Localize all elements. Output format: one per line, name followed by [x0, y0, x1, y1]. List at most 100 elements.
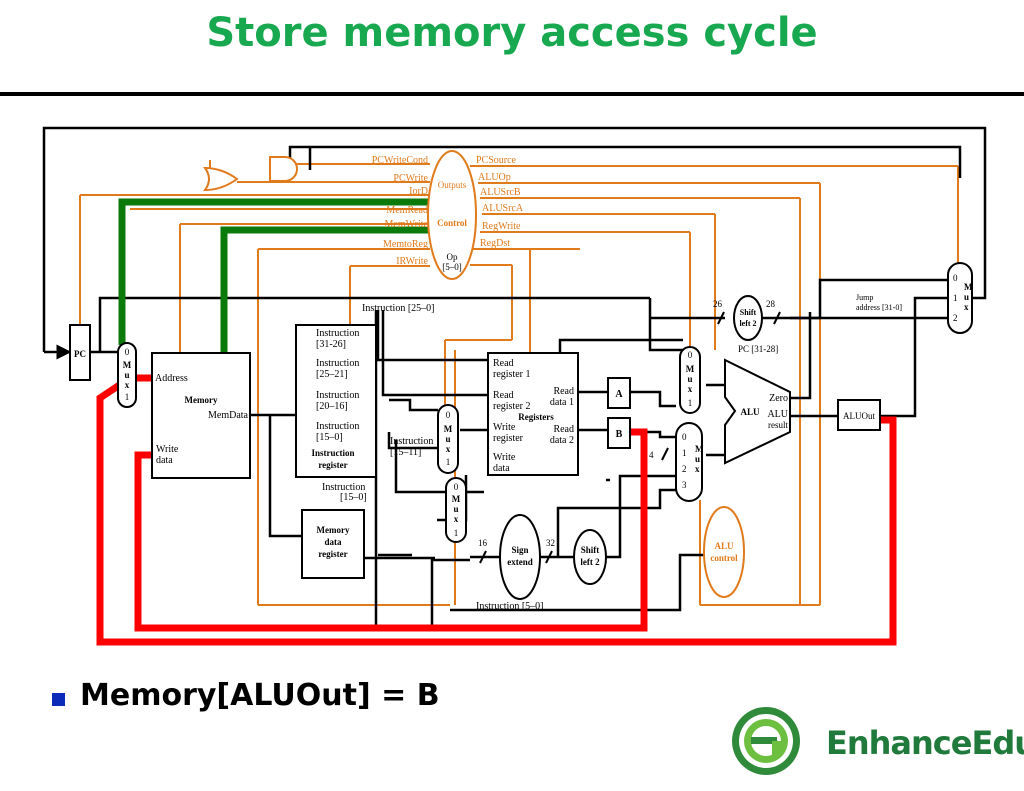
shift-left2-top-unit	[733, 295, 763, 341]
register-a-label: A	[615, 389, 623, 400]
instr-15-11-a: Instruction	[390, 436, 433, 447]
alu-unit	[724, 358, 791, 465]
alu-control-label-1: ALU	[714, 541, 734, 551]
pc-31-28-label: PC [31-28]	[738, 344, 778, 354]
jump-address-1: Jump	[856, 293, 873, 302]
mux-alusrca-0: 0	[688, 350, 693, 360]
mux-alusrcb-3: 3	[682, 480, 687, 490]
mux-regdst-x: x	[446, 444, 451, 454]
pc-write-gates	[203, 156, 298, 192]
mux-alusrca-x: x	[688, 384, 693, 394]
sign-extend-label-1: Sign	[511, 545, 528, 555]
datapath-wires	[42, 126, 987, 632]
reg-rd1-a: Read	[553, 386, 574, 397]
mux-pcsource-x: x	[964, 302, 969, 312]
signal-pcwritecond: PCWriteCond	[372, 155, 428, 166]
memory-name-label: Memory	[185, 395, 218, 405]
mdr-label-3: register	[318, 549, 347, 559]
memory-data-register	[301, 509, 365, 579]
logo-wordmark: EnhanceEdu	[826, 724, 1024, 762]
constant-4: 4	[649, 450, 654, 460]
control-wires	[79, 160, 959, 606]
mdr-label-2: data	[324, 537, 342, 547]
bits-32: 32	[546, 538, 555, 548]
mux-pcsource-m: M	[964, 282, 973, 292]
mux-alusrcb-u: u	[695, 454, 700, 464]
mux-pcsource	[947, 262, 973, 334]
reg-rr1-a: Read	[493, 358, 514, 369]
ir-field2-b: [25–21]	[316, 369, 348, 380]
mux-regdst	[437, 404, 459, 474]
ir-field4-a: Instruction	[316, 421, 359, 432]
signal-pcwrite: PCWrite	[393, 173, 428, 184]
signal-regdst: RegDst	[480, 238, 510, 249]
sign-extend-label-2: extend	[507, 557, 533, 567]
control-outputs-label: Outputs	[438, 180, 467, 190]
signal-memwrite: MemWrite	[385, 219, 429, 230]
bits-26: 26	[713, 299, 723, 309]
mux-alusrcb-m: M	[695, 444, 704, 454]
register-a	[607, 377, 631, 409]
mux-pcsource-1: 1	[953, 293, 958, 303]
register-b	[607, 417, 631, 449]
shift-left2-top-label-1: Shift	[740, 308, 757, 317]
signal-irwrite: IRWrite	[396, 256, 428, 267]
mux-alusrca	[679, 346, 701, 414]
reg-wd-a: Write	[493, 452, 516, 463]
signal-alusrca: ALUSrcA	[482, 203, 524, 214]
shift-left2-unit	[573, 529, 607, 585]
mux-regdst-1: 1	[446, 457, 451, 467]
signal-alusrcb: ALUSrcB	[480, 187, 521, 198]
pc-label: PC	[74, 349, 86, 359]
reg-rd2-a: Read	[553, 424, 574, 435]
control-name-label: Control	[437, 218, 467, 228]
reg-wr-b: register	[493, 433, 524, 444]
signal-pcsource: PCSource	[476, 155, 517, 166]
instr-15-11-b: [15–11]	[390, 447, 421, 458]
bit-width-slashes	[479, 311, 781, 564]
mux-alusrcb-0: 0	[682, 432, 687, 442]
mux-alusrca-m: M	[686, 364, 695, 374]
mux-memtoreg	[445, 477, 467, 543]
instruction-register	[295, 324, 377, 478]
pc-register	[69, 324, 91, 381]
sign-extend-unit	[499, 514, 541, 600]
slide-title: Store memory access cycle	[206, 10, 818, 56]
control-op-label: Op	[447, 252, 458, 262]
instr-15-0-b: [15–0]	[340, 492, 367, 503]
jump-address-2: address [31-0]	[856, 303, 902, 312]
mux-memtoreg-x: x	[454, 514, 459, 524]
mux-regdst-u: u	[445, 434, 450, 444]
instr-25-0-label: Instruction [25–0]	[362, 303, 435, 314]
signal-iord: IorD	[409, 186, 428, 197]
mux-alusrcb-1: 1	[682, 448, 687, 458]
instr-15-0-a: Instruction	[322, 482, 365, 493]
mux-pcsource-u: u	[964, 292, 969, 302]
memory-write-label: Write	[156, 444, 179, 455]
active-control-green	[118, 198, 430, 352]
reg-rr2-b: register 2	[493, 401, 531, 412]
memory-unit	[151, 352, 251, 479]
mux-iord-x: x	[125, 380, 130, 390]
ir-field3-a: Instruction	[316, 390, 359, 401]
title-rule	[0, 92, 1024, 96]
alu-control-label-2: control	[710, 553, 738, 563]
alu-result-a: ALU	[767, 409, 788, 420]
mux-iord	[117, 342, 137, 408]
reg-name: Registers	[518, 412, 554, 422]
ir-field4-b: [15–0]	[316, 432, 343, 443]
mux-alusrcb-2: 2	[682, 464, 687, 474]
mux-iord-m: M	[123, 360, 132, 370]
reg-rd1-b: data 1	[550, 397, 574, 408]
ir-field1-a: Instruction	[316, 328, 359, 339]
aluout-register	[837, 399, 881, 431]
memory-address-label: Address	[155, 373, 188, 384]
mux-memtoreg-0: 0	[454, 482, 459, 492]
alu-name: ALU	[740, 407, 760, 417]
mux-iord-1: 1	[125, 392, 130, 402]
reg-rr2-a: Read	[493, 390, 514, 401]
mux-memtoreg-1: 1	[454, 528, 459, 538]
control-unit	[427, 150, 477, 280]
signal-memread: MemRead	[386, 205, 428, 216]
signal-aluop: ALUOp	[478, 172, 511, 183]
